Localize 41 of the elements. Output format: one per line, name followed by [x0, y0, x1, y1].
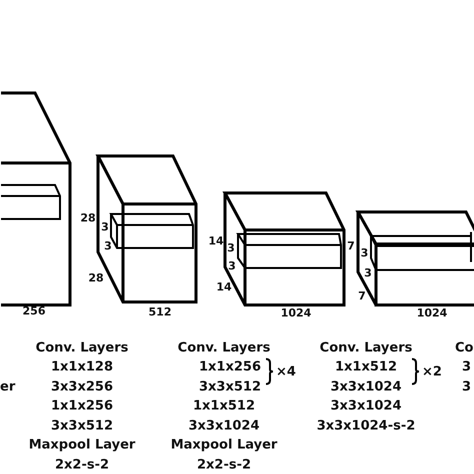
layer-heading: Conv. Layers	[36, 342, 128, 354]
repeat-count: ×4	[276, 366, 296, 378]
layer-heading: Maxpool Layer	[170, 438, 278, 452]
dimension-label: 7	[358, 290, 366, 302]
layer-spec: 3x3x1024	[330, 400, 402, 412]
dimension-label: 3	[228, 260, 236, 272]
dimension-label: 28	[80, 212, 96, 224]
layer-spec: 1x1x128	[51, 360, 113, 374]
layer-spec: 1x1x256	[51, 400, 113, 412]
dimension-label: 1024	[416, 308, 448, 318]
dimension-label: 14	[216, 282, 232, 292]
dimension-label: 14	[208, 236, 224, 246]
layer-spec: 1x1x256	[199, 360, 261, 374]
layer-spec: 1x1x512	[335, 360, 397, 374]
layer-heading: Conv. Layers	[320, 342, 412, 354]
layer-label: er	[0, 380, 16, 394]
layer-heading: Maxpool Layer	[28, 438, 136, 452]
layer-spec: 3	[462, 360, 472, 374]
layer-spec: 3x3x512	[199, 380, 261, 394]
dimension-label: 3	[360, 248, 368, 258]
repeat-count: ×2	[422, 366, 442, 378]
layer-spec: 3x3x1024	[330, 380, 402, 394]
layer-spec: 3x3x256	[51, 380, 113, 394]
dimension-label: 3	[101, 222, 109, 232]
dimension-label: 256	[22, 306, 46, 316]
layer-spec: 3x3x1024-s-2	[316, 420, 416, 432]
layer-spec: 1x1x512	[193, 400, 255, 412]
layer-heading: Conv. Layers	[178, 342, 270, 354]
layer-spec: 2x2-s-2	[196, 458, 252, 472]
dimension-label: 3	[364, 268, 372, 278]
dimension-label: 1024	[280, 308, 312, 318]
layer-spec: 3x3x512	[51, 420, 113, 432]
dimension-label: 3	[227, 242, 235, 254]
layer-heading: Co	[455, 342, 474, 354]
dimension-label: 512	[148, 306, 172, 318]
layer-spec: 3	[462, 380, 472, 394]
layer-spec: 2x2-s-2	[54, 458, 110, 472]
layer-spec: 3x3x1024	[188, 420, 260, 432]
dimension-label: 3	[104, 240, 112, 252]
dimension-label: 7	[347, 240, 355, 252]
dimension-label: 28	[88, 272, 104, 284]
